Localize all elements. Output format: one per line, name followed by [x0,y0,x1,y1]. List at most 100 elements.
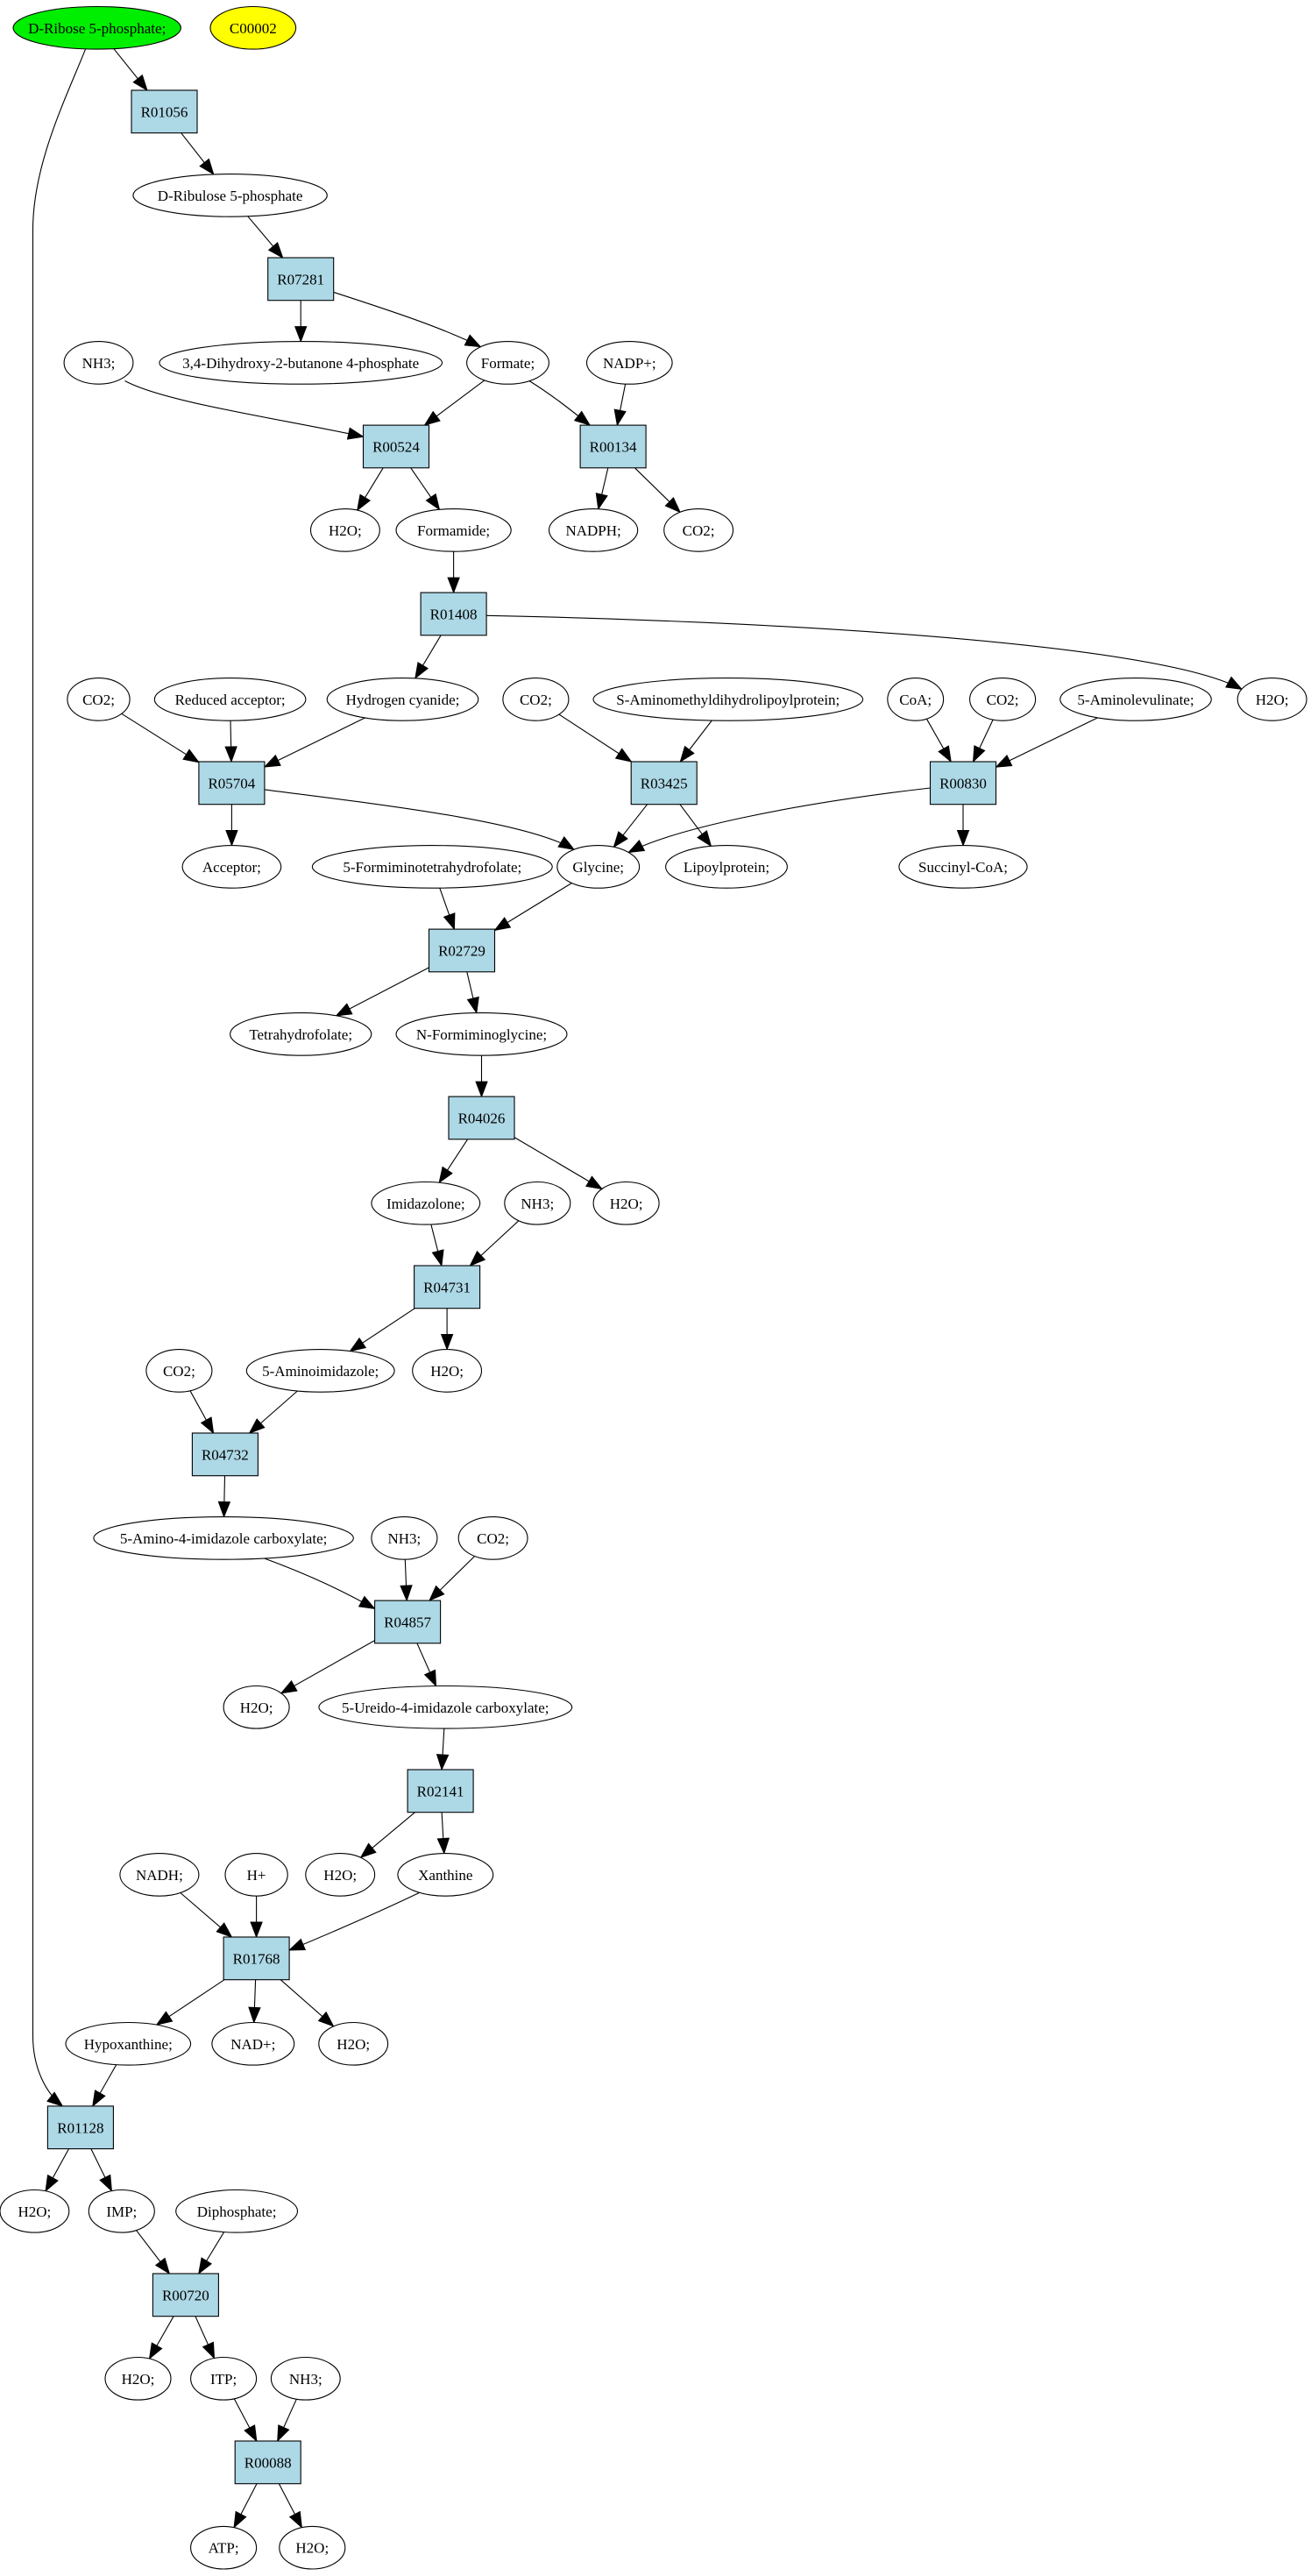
compound-node-n_co2_f[interactable]: CO2; [457,1516,528,1560]
reaction-node-r_R04026[interactable]: R04026 [448,1096,515,1140]
reaction-node-r_R07281[interactable]: R07281 [267,257,335,302]
compound-node-n_fthf[interactable]: 5-Formiminotetrahydrofolate; [311,845,553,889]
compound-node-n_imp[interactable]: IMP; [88,2189,155,2233]
compound-ellipse [318,2021,389,2066]
compound-node-n_dhbp[interactable]: 3,4-Dihydroxy-2-butanone 4-phosphate [159,341,443,385]
compound-node-n_nh3_a[interactable]: NH3; [63,341,134,385]
edge-n_co2_e-to-r_R04732 [189,1390,215,1435]
compound-node-n_itp[interactable]: ITP; [190,2356,258,2401]
edge-line [280,1640,375,1694]
compound-node-n_coa[interactable]: CoA; [887,678,945,721]
compound-node-n_lipoyl[interactable]: Lipoylprotein; [665,845,788,889]
compound-node-n_ribose5p[interactable]: D-Ribose 5-phosphate; [12,5,181,50]
reaction-node-r_R00088[interactable]: R00088 [234,2440,301,2485]
compound-node-n_co2_a[interactable]: CO2; [663,508,734,552]
compound-node-n_xanthine[interactable]: Xanthine [397,1853,494,1897]
edge-r_R01768-to-n_nad [248,1979,261,2024]
reaction-node-r_R01128[interactable]: R01128 [46,2105,114,2150]
arrowhead [938,745,952,763]
arrowhead [443,912,456,931]
compound-ellipse [223,1685,290,1729]
compound-node-n_hcn[interactable]: Hydrogen cyanide; [326,678,479,721]
compound-node-n_nadh[interactable]: NADH; [119,1853,200,1897]
compound-node-n_redacc[interactable]: Reduced acceptor; [153,678,307,721]
arrowhead [425,493,441,511]
compound-node-n_acceptor[interactable]: Acceptor; [181,845,282,889]
reaction-node-r_R05704[interactable]: R05704 [198,761,266,805]
reaction-node-r_R00134[interactable]: R00134 [579,424,647,469]
compound-node-n_h2o_h[interactable]: H2O; [0,2189,70,2233]
compound-node-n_ribulose5p[interactable]: D-Ribulose 5-phosphate [132,174,328,217]
compound-node-n_nadph[interactable]: NADPH; [548,508,639,552]
compound-node-n_imidazolone[interactable]: Imidazolone; [371,1181,481,1225]
compound-node-n_succoa[interactable]: Succinyl-CoA; [898,845,1028,889]
compound-node-n_h2o_g[interactable]: H2O; [318,2021,389,2066]
reaction-node-r_R02729[interactable]: R02729 [428,928,496,973]
compound-node-n_nh3_b[interactable]: NH3; [504,1181,571,1225]
compound-node-n_hypox[interactable]: Hypoxanthine; [65,2021,192,2066]
compound-node-n_formamide[interactable]: Formamide; [395,508,512,552]
reaction-node-r_R02141[interactable]: R02141 [407,1769,474,1813]
compound-node-n_glycine[interactable]: Glycine; [556,845,641,889]
compound-node-n_co2_b[interactable]: CO2; [67,678,131,721]
compound-node-n_ala5[interactable]: 5-Aminolevulinate; [1059,678,1212,721]
reaction-node-r_R04732[interactable]: R04732 [191,1432,259,1477]
reaction-node-r_R03425[interactable]: R03425 [630,761,698,805]
compound-node-n_nad[interactable]: NAD+; [211,2021,295,2066]
compound-node-n_samdlp[interactable]: S-Aminomethyldihydrolipoylprotein; [592,678,864,721]
compound-node-n_nh3_d[interactable]: NH3; [270,2356,341,2401]
edge-r_R00720-to-n_h2o_i [148,2316,174,2360]
reaction-node-r_R00720[interactable]: R00720 [152,2273,219,2317]
edge-n_redacc-to-r_R05704 [224,720,237,763]
compound-node-n_co2_e[interactable]: CO2; [145,1349,213,1393]
compound-node-n_h2o_c[interactable]: H2O; [592,1181,660,1225]
node-label: H2O; [122,2371,155,2388]
node-label: Hydrogen cyanide; [346,692,460,708]
compound-ellipse [175,2189,299,2233]
compound-node-n_co2_c[interactable]: CO2; [502,678,570,721]
compound-node-n_thf[interactable]: Tetrahydrofolate; [230,1012,372,1056]
arrowhead [438,1166,453,1184]
edge-n_formamide-to-r_R01408 [447,551,460,594]
reaction-node-r_R01408[interactable]: R01408 [420,592,487,636]
compound-node-n_h2o_b[interactable]: H2O; [1237,678,1307,721]
compound-node-n_h2o_d[interactable]: H2O; [412,1349,483,1393]
compound-ellipse [65,2021,192,2066]
node-label: D-Ribose 5-phosphate; [28,20,166,37]
node-label: H2O; [240,1700,273,1716]
reaction-node-r_R01056[interactable]: R01056 [131,89,198,134]
compound-node-n_aic[interactable]: 5-Amino-4-imidazole carboxylate; [93,1516,354,1560]
compound-node-n_formate[interactable]: Formate; [466,341,549,385]
compound-node-n_h2o_f[interactable]: H2O; [305,1853,376,1897]
arrowhead [436,1837,450,1855]
compound-node-n_aminoimid[interactable]: 5-Aminoimidazole; [245,1349,395,1393]
reaction-node-r_R04731[interactable]: R04731 [414,1265,481,1309]
compound-node-n_nh3_c[interactable]: NH3; [371,1516,438,1560]
compound-ellipse [309,508,380,552]
compound-node-n_co2_d[interactable]: CO2; [969,678,1037,721]
compound-node-n_h2o_e[interactable]: H2O; [223,1685,290,1729]
compound-node-n_h2o_i[interactable]: H2O; [104,2356,172,2401]
edge-r_R02729-to-n_thf [335,967,429,1017]
arrowhead [423,410,441,426]
reaction-node-r_R01768[interactable]: R01768 [223,1936,290,1981]
compound-node-n_uic[interactable]: 5-Ureido-4-imidazole carboxylate; [318,1685,573,1729]
compound-node-n_hplus[interactable]: H+ [224,1853,288,1897]
compound-node-n_diphos[interactable]: Diphosphate; [175,2189,299,2233]
compound-node-n_h2o_a[interactable]: H2O; [309,508,380,552]
arrowhead [346,427,365,440]
compound-node-n_h2o_j[interactable]: H2O; [279,2525,346,2570]
node-label: R00830 [939,775,987,791]
compound-node-n_atp[interactable]: ATP; [190,2525,258,2570]
node-label: CO2; [683,522,715,539]
reaction-node-r_R00830[interactable]: R00830 [929,761,997,805]
compound-ellipse [132,174,328,217]
reaction-node-r_R04857[interactable]: R04857 [374,1600,442,1644]
compound-node-n_nadp[interactable]: NADP+; [585,341,673,385]
compound-node-n_c00002[interactable]: C00002 [209,5,297,50]
reaction-node-r_R00524[interactable]: R00524 [362,424,430,469]
edge-n_formate-to-r_R00524 [423,380,485,426]
edge-r_R03425-to-n_lipoyl [679,804,712,848]
compound-ellipse [969,678,1037,721]
compound-node-n_nfg[interactable]: N-Formiminoglycine; [395,1012,568,1056]
